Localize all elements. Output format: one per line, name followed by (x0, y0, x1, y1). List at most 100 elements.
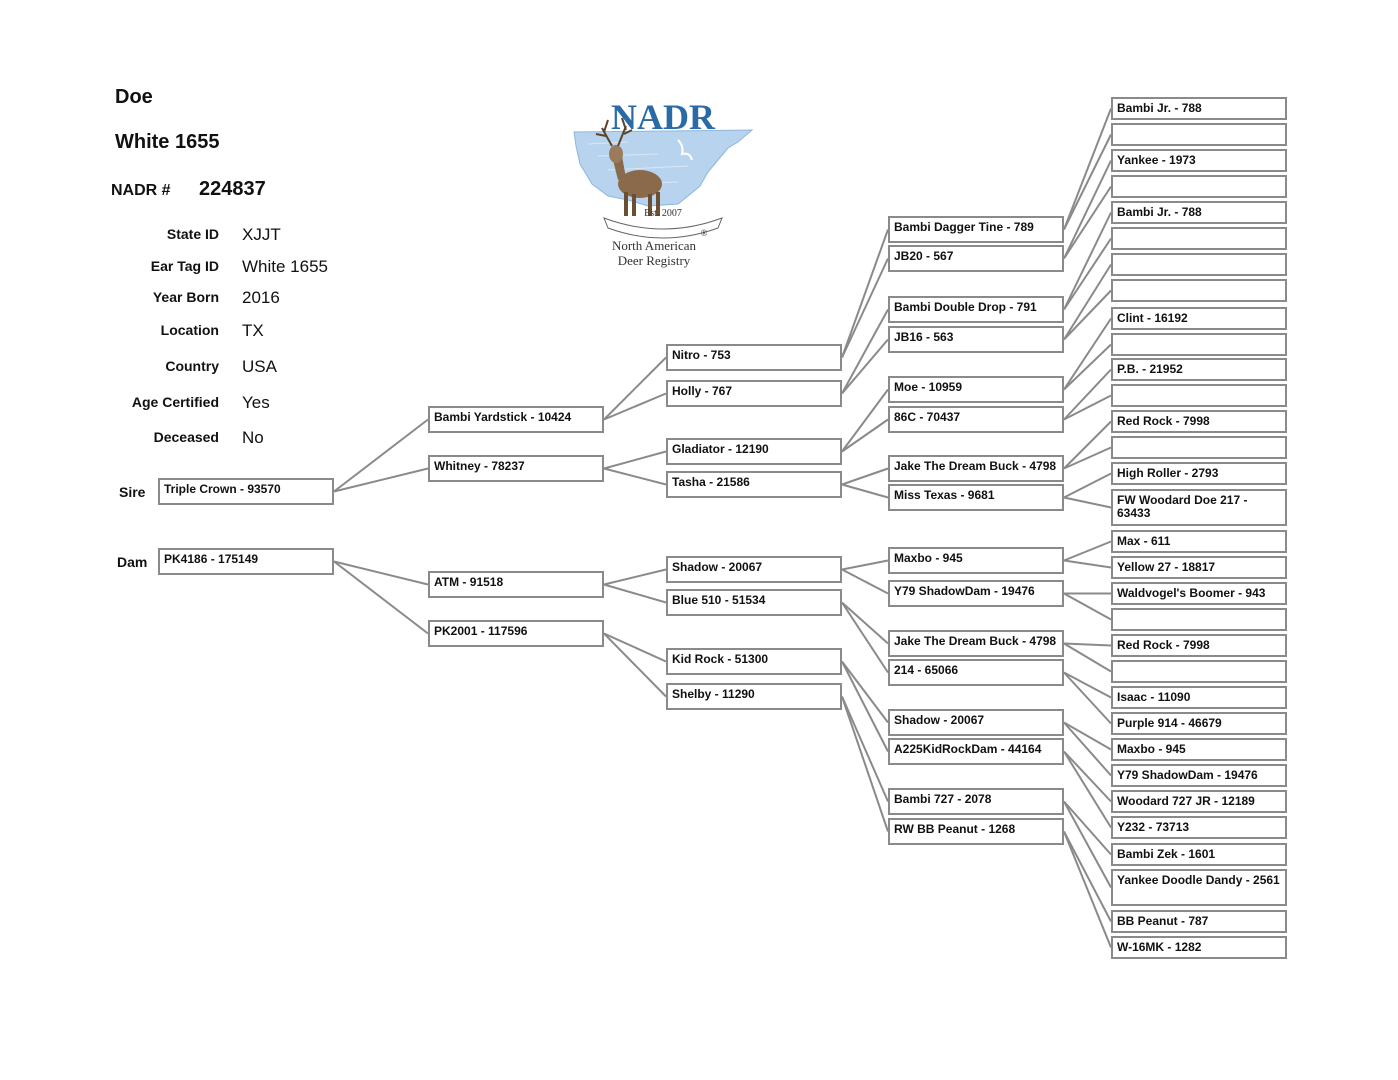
logo-acronym: NADR (611, 97, 715, 137)
pedigree-g5-box (1111, 175, 1287, 198)
pedigree-g5-box: Maxbo - 945 (1111, 738, 1287, 761)
detail-label: Ear Tag ID (150, 258, 219, 274)
pedigree-g5-box: Woodard 727 JR - 12189 (1111, 790, 1287, 813)
pedigree-g2-box: PK2001 - 117596 (428, 620, 604, 647)
detail-value: XJJT (242, 225, 281, 244)
pedigree-connector (1063, 800, 1112, 856)
pedigree-g2-box: Bambi Yardstick - 10424 (428, 406, 604, 433)
animal-sex: Doe (115, 86, 153, 108)
detail-value: TX (242, 321, 264, 340)
pedigree-g4-box: 214 - 65066 (888, 659, 1064, 686)
pedigree-connector (1063, 420, 1112, 470)
pedigree-connector (1063, 212, 1112, 310)
pedigree-g4-box: Jake The Dream Buck - 4798 (888, 455, 1064, 482)
pedigree-g3-box: Tasha - 21586 (666, 471, 842, 498)
pedigree-connector (603, 356, 667, 421)
pedigree-g4-box: RW BB Peanut - 1268 (888, 818, 1064, 845)
pedigree-connector (1063, 108, 1112, 230)
pedigree-connector (841, 601, 889, 645)
pedigree-connector (841, 660, 889, 724)
pedigree-connector (1063, 317, 1112, 391)
pedigree-connector (841, 467, 889, 486)
detail-value: Yes (242, 393, 270, 412)
pedigree-g4-box: Bambi Dagger Tine - 789 (888, 216, 1064, 243)
pedigree-connector (1063, 472, 1112, 499)
pedigree-connector (1063, 671, 1112, 725)
pedigree-connector (333, 418, 429, 493)
pedigree-g5-box (1111, 608, 1287, 631)
pedigree-connector (1063, 394, 1112, 421)
pedigree-g5-box: Red Rock - 7998 (1111, 634, 1287, 657)
pedigree-connector (1063, 750, 1112, 829)
pedigree-connector (841, 696, 889, 802)
dam-label: Dam (117, 554, 148, 570)
pedigree-g5-box: Max - 611 (1111, 530, 1287, 553)
pedigree-connector (603, 450, 667, 470)
pedigree-connector (333, 560, 429, 586)
pedigree-g5-box (1111, 227, 1287, 250)
pedigree-g4-box: JB20 - 567 (888, 245, 1064, 272)
pedigree-g2-box: ATM - 91518 (428, 571, 604, 598)
pedigree-connector (1063, 185, 1112, 260)
pedigree-connector (1063, 592, 1112, 621)
pedigree-connector (603, 632, 667, 698)
pedigree-connector (841, 229, 889, 358)
pedigree-connector (1063, 446, 1112, 470)
pedigree-connector (841, 696, 889, 832)
pedigree-g5-box (1111, 384, 1287, 407)
pedigree-connector (1063, 831, 1112, 948)
logo-name-line2: Deer Registry (617, 253, 691, 268)
pedigree-connector (333, 467, 429, 493)
animal-name: White 1655 (115, 131, 220, 153)
sire-label: Sire (119, 484, 146, 500)
pedigree-g5-box (1111, 436, 1287, 459)
pedigree-g4-box: A225KidRockDam - 44164 (888, 738, 1064, 765)
pedigree-g5-box (1111, 279, 1287, 302)
pedigree-connector (841, 483, 889, 499)
pedigree-connector (1063, 496, 1112, 509)
pedigree-connector (841, 418, 889, 453)
pedigree-connector (1063, 237, 1112, 311)
pedigree-g5-box (1111, 123, 1287, 146)
pedigree-connector (1063, 721, 1112, 751)
pedigree-g3-box: Blue 510 - 51534 (666, 589, 842, 616)
pedigree-connector (1063, 134, 1112, 230)
pedigree-connector (841, 388, 889, 453)
logo-established: Est. 2007 (644, 208, 682, 219)
pedigree-connector (841, 661, 889, 752)
nadr-logo: NADR Est. 2007 North American Deer Regis… (568, 97, 758, 270)
detail-label: Year Born (152, 289, 219, 305)
pedigree-g2-box: Whitney - 78237 (428, 455, 604, 482)
pedigree-connector (1063, 559, 1112, 569)
pedigree-connector (841, 258, 889, 358)
pedigree-g4-box: 86C - 70437 (888, 406, 1064, 433)
pedigree-g3-box: Gladiator - 12190 (666, 438, 842, 465)
pedigree-g5-box: Yellow 27 - 18817 (1111, 556, 1287, 579)
deer-map-emblem-icon (573, 117, 754, 239)
pedigree-g5-box (1111, 333, 1287, 356)
pedigree-connector (603, 467, 667, 486)
pedigree-g4-box: Shadow - 20067 (888, 709, 1064, 736)
pedigree-connector (1063, 642, 1112, 647)
pedigree-g5-box: Y232 - 73713 (1111, 816, 1287, 839)
pedigree-connector (333, 560, 429, 635)
detail-label: State ID (166, 226, 219, 242)
pedigree-g4-box: Miss Texas - 9681 (888, 484, 1064, 511)
pedigree-connector (1063, 160, 1112, 259)
pedigree-g3-box: Shadow - 20067 (666, 556, 842, 583)
pedigree-g3-box: Holly - 767 (666, 380, 842, 407)
pedigree-connector (841, 568, 889, 595)
detail-label: Deceased (153, 429, 219, 445)
pedigree-g5-box (1111, 253, 1287, 276)
pedigree-g5-box: Yankee - 1973 (1111, 149, 1287, 172)
pedigree-g5-box: FW Woodard Doe 217 - 63433 (1111, 489, 1287, 526)
pedigree-connector (1063, 263, 1112, 341)
pedigree-connector (603, 392, 667, 421)
pedigree-connector (1063, 671, 1112, 699)
pedigree-g5-box: Isaac - 11090 (1111, 686, 1287, 709)
detail-label: Location (160, 322, 219, 338)
pedigree-g5-box: Red Rock - 7998 (1111, 410, 1287, 433)
pedigree-connector (1063, 289, 1112, 341)
pedigree-connector (603, 568, 667, 586)
